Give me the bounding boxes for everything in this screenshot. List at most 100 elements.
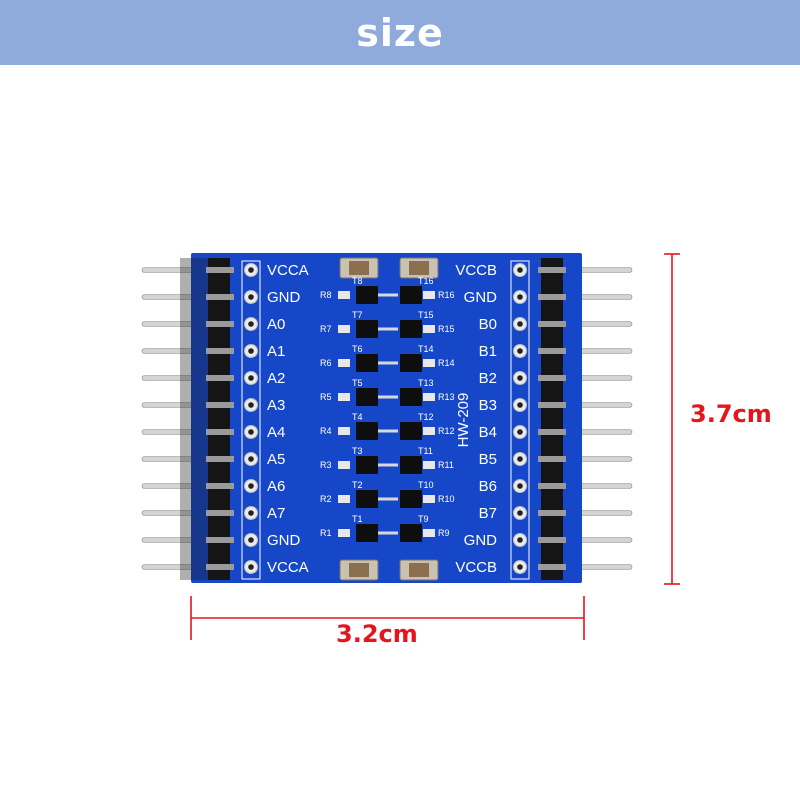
- left-header-pin: [206, 294, 234, 300]
- left-pin-label: A0: [267, 316, 285, 333]
- right-resistor-label: R15: [438, 324, 455, 334]
- right-header-pin: [538, 456, 566, 462]
- left-header-pin: [206, 375, 234, 381]
- right-pin-label: B3: [479, 397, 497, 414]
- left-transistor: [356, 320, 378, 338]
- left-header-block: [208, 258, 230, 580]
- right-transistor: [400, 422, 422, 440]
- left-header-pin: [206, 537, 234, 543]
- right-transistor: [400, 286, 422, 304]
- left-resistor-label: R1: [320, 528, 332, 538]
- left-pin-label: GND: [267, 289, 301, 306]
- left-trace: [378, 395, 398, 399]
- right-transistor-label: T14: [418, 344, 434, 354]
- left-trace: [378, 463, 398, 467]
- left-resistor: [338, 393, 350, 401]
- right-resistor: [423, 495, 435, 503]
- right-header-pin: [538, 402, 566, 408]
- right-resistor: [423, 393, 435, 401]
- left-trace: [378, 361, 398, 365]
- title-banner: size: [0, 0, 800, 65]
- right-resistor: [423, 427, 435, 435]
- right-resistor: [423, 529, 435, 537]
- right-transistor-label: T12: [418, 412, 434, 422]
- right-pin-label: B4: [479, 424, 497, 441]
- left-pin-label: A7: [267, 505, 285, 522]
- left-transistor: [356, 456, 378, 474]
- left-pin-label: A3: [267, 397, 285, 414]
- right-transistor-label: T15: [418, 310, 434, 320]
- right-header-block: [541, 258, 563, 580]
- left-header-pin: [206, 429, 234, 435]
- right-pad-hole: [517, 321, 523, 327]
- left-resistor-label: R6: [320, 358, 332, 368]
- right-pad-hole: [517, 537, 523, 543]
- left-pin-label: A5: [267, 451, 285, 468]
- right-resistor: [423, 359, 435, 367]
- right-transistor: [400, 320, 422, 338]
- left-pad-hole: [248, 375, 254, 381]
- left-header-shadow: [180, 258, 210, 580]
- left-pin-label: GND: [267, 532, 301, 549]
- right-resistor-label: R11: [438, 460, 454, 470]
- right-resistor: [423, 291, 435, 299]
- right-pad-outline: [510, 260, 530, 580]
- left-pin-label: A2: [267, 370, 285, 387]
- right-pin-label: GND: [464, 289, 498, 306]
- left-pad-hole: [248, 348, 254, 354]
- left-header-pin: [206, 267, 234, 273]
- right-resistor-label: R12: [438, 426, 455, 436]
- left-transistor: [356, 524, 378, 542]
- left-transistor-label: T5: [352, 378, 363, 388]
- right-resistor-label: R16: [438, 290, 455, 300]
- left-header-pin: [206, 321, 234, 327]
- right-header-pin: [538, 510, 566, 516]
- right-header-pin: [538, 348, 566, 354]
- left-pad-outline: [241, 260, 261, 580]
- right-pin-label: B5: [479, 451, 497, 468]
- right-header-pin: [538, 375, 566, 381]
- left-transistor-label: T3: [352, 446, 363, 456]
- right-resistor: [423, 461, 435, 469]
- right-pin-label: GND: [464, 532, 498, 549]
- right-header-pin: [538, 429, 566, 435]
- capacitor-body: [409, 261, 429, 275]
- right-header-pin: [538, 321, 566, 327]
- right-pin-label: VCCB: [455, 559, 497, 576]
- left-resistor-label: R3: [320, 460, 332, 470]
- left-pad-hole: [248, 564, 254, 570]
- left-transistor-label: T4: [352, 412, 363, 422]
- left-header-pin: [206, 456, 234, 462]
- width-dimension-label: 3.2cm: [336, 620, 418, 648]
- pcb-board: [191, 253, 582, 583]
- right-pad-hole: [517, 564, 523, 570]
- left-transistor-label: T6: [352, 344, 363, 354]
- right-header-pin: [538, 267, 566, 273]
- left-header-pin: [206, 510, 234, 516]
- right-header-pin: [538, 564, 566, 570]
- left-header-pin: [206, 402, 234, 408]
- capacitor-body: [349, 261, 369, 275]
- board-model-label: HW-209: [455, 393, 472, 448]
- left-resistor: [338, 495, 350, 503]
- left-resistor: [338, 359, 350, 367]
- right-resistor-label: R9: [438, 528, 450, 538]
- left-transistor: [356, 286, 378, 304]
- right-pad-hole: [517, 483, 523, 489]
- right-transistor-label: T13: [418, 378, 434, 388]
- left-resistor: [338, 427, 350, 435]
- left-resistor-label: R7: [320, 324, 332, 334]
- left-pin-label: A6: [267, 478, 285, 495]
- left-trace: [378, 497, 398, 501]
- left-resistor: [338, 291, 350, 299]
- right-pin-label: B6: [479, 478, 497, 495]
- left-pad-hole: [248, 294, 254, 300]
- left-pad-hole: [248, 510, 254, 516]
- right-resistor-label: R10: [438, 494, 455, 504]
- right-resistor: [423, 325, 435, 333]
- left-resistor-label: R4: [320, 426, 332, 436]
- left-header-pin: [206, 348, 234, 354]
- right-pad-hole: [517, 294, 523, 300]
- left-trace: [378, 429, 398, 433]
